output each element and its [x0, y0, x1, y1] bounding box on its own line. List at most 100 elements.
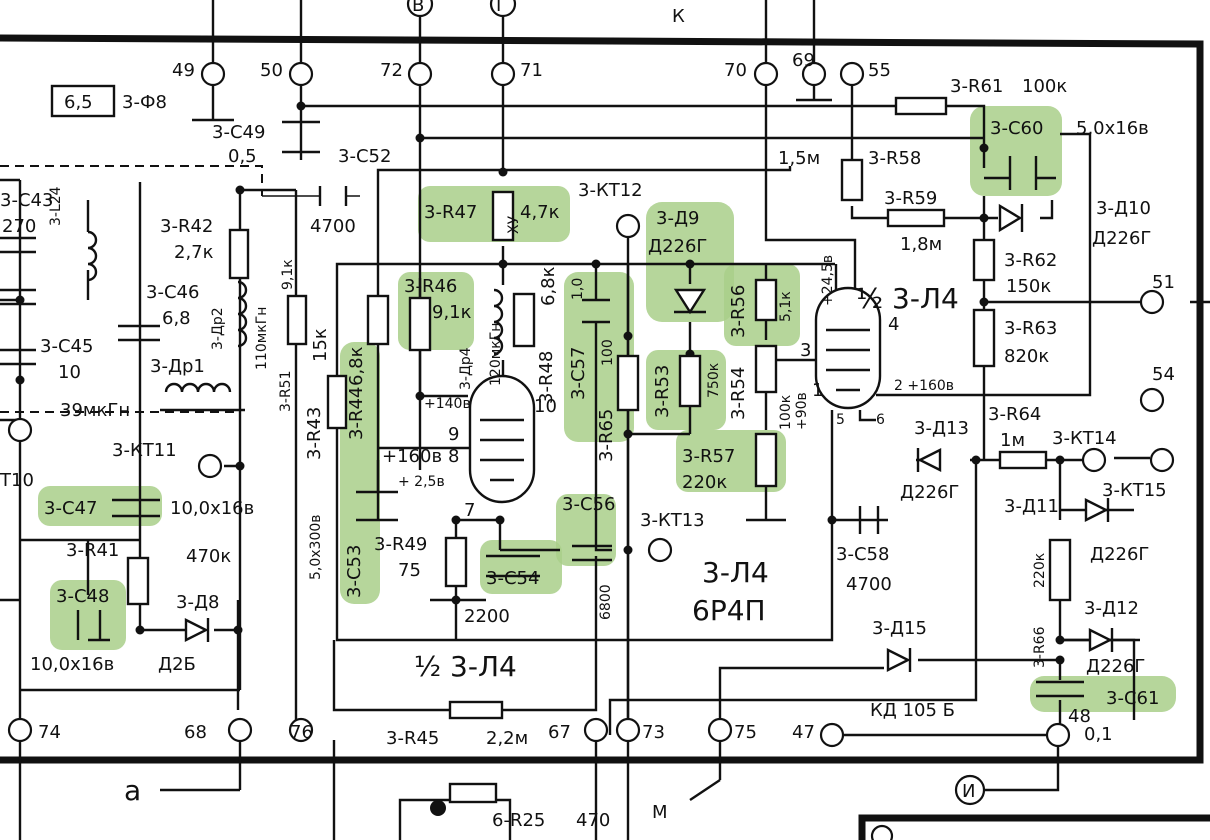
label-p3: 3 — [800, 340, 811, 361]
label-c52: 3-С52 — [338, 146, 391, 167]
label-p9: 9 — [448, 424, 459, 445]
label-r66: 3-R66 — [1032, 626, 1048, 668]
label-r56: 3-R56 — [728, 285, 749, 338]
label-p6: 6 — [876, 412, 885, 428]
label-l24: 3-L24 — [48, 186, 64, 226]
label-r65: 3-R65 — [596, 409, 617, 462]
label-v2200: 2200 — [464, 606, 510, 627]
label-r46v: 9,1к — [432, 302, 472, 323]
label-r62: 3-R62 — [1004, 250, 1057, 271]
label-t47: 47 — [792, 722, 815, 743]
label-c58: 3-С58 — [836, 544, 889, 565]
label-c45v: 10 — [58, 362, 81, 383]
label-c60v: 5,0х16в — [1076, 118, 1149, 139]
test-point-box — [50, 84, 116, 118]
label-r64: 3-R64 — [988, 404, 1041, 425]
label-d10: 3-Д10 — [1096, 198, 1151, 219]
label-d9: 3-Д9 — [656, 208, 699, 229]
label-r53: 3-R53 — [652, 365, 673, 418]
label-p5: 5 — [836, 412, 845, 428]
label-t48: 48 — [1068, 706, 1091, 727]
label-r51: 3-R51 — [278, 370, 294, 412]
label-r61: 3-R61 — [950, 76, 1003, 97]
label-dr2v: 110мкГн — [254, 307, 270, 370]
label-kt13: 3-КТ13 — [640, 510, 705, 531]
label-t68: 68 — [184, 722, 207, 743]
label-r44: 3-R44 — [346, 387, 367, 440]
label-tK: К — [672, 6, 685, 27]
label-t50: 50 — [260, 60, 283, 81]
label-dr4v: 120мкГн — [488, 323, 504, 386]
label-v160: +160в — [382, 446, 442, 467]
label-r63v: 820к — [1004, 346, 1049, 367]
label-r49v: 75 — [398, 560, 421, 581]
label-r46: 3-R46 — [404, 276, 457, 297]
label-c49v: 0,5 — [228, 146, 257, 167]
label-t72: 72 — [380, 60, 403, 81]
label-d9t: Д226Г — [648, 236, 707, 257]
label-t49: 49 — [172, 60, 195, 81]
label-r44v: 6,8к — [346, 346, 367, 386]
label-d8: 3-Д8 — [176, 592, 219, 613]
label-d8t: Д2Б — [158, 654, 196, 675]
adjacent-frame — [858, 814, 1210, 840]
label-c49: 3-С49 — [212, 122, 265, 143]
label-t73: 73 — [642, 722, 665, 743]
tube-sections — [468, 286, 882, 504]
label-l4: 3-Л4 — [702, 556, 769, 589]
label-c61: 3-С61 — [1106, 688, 1159, 709]
label-t74: 74 — [38, 722, 61, 743]
label-dr2: 3-Др2 — [210, 307, 226, 350]
label-tV: В — [412, 0, 424, 16]
label-c60: 3-С60 — [990, 118, 1043, 139]
label-r49: 3-R49 — [374, 534, 427, 555]
label-r45: 3-R45 — [386, 728, 439, 749]
label-r65v: 100 — [600, 339, 616, 366]
label-t55: 55 — [868, 60, 891, 81]
label-r48v: 6,8к — [538, 266, 559, 306]
label-r66v: 220к — [1032, 553, 1048, 588]
label-ta: а — [124, 774, 141, 807]
label-c47v: 10,0х16в — [170, 498, 254, 519]
label-v245: +24,5в — [820, 255, 836, 306]
label-c57: 3-С57 — [568, 347, 589, 400]
label-d12t: Д226Г — [1086, 656, 1145, 677]
label-c58v: 4700 — [846, 574, 892, 595]
label-d11t: Д226Г — [1090, 544, 1149, 565]
label-c43v: 270 — [2, 216, 36, 237]
label-p10: 10 — [534, 396, 557, 417]
inductors — [87, 230, 504, 393]
label-d13: 3-Д13 — [914, 418, 969, 439]
label-p2v: 2 +160в — [894, 378, 954, 394]
label-d10t: Д226Г — [1092, 228, 1151, 249]
label-p7: 7 — [464, 500, 475, 521]
label-r25: 6-R25 — [492, 810, 545, 831]
label-p4: 4 — [888, 314, 899, 335]
terminals — [7, 0, 1175, 840]
label-p1: 1 — [812, 380, 823, 401]
label-r59: 3-R59 — [884, 188, 937, 209]
label-r61v: 100к — [1022, 76, 1067, 97]
label-dr1: 3-Др1 — [150, 356, 205, 377]
label-r57: 3-R57 — [682, 446, 735, 467]
label-p8: 8 — [448, 446, 459, 467]
label-tM: М — [652, 802, 668, 823]
capacitors — [0, 120, 1084, 698]
label-r48: 3-R48 — [536, 351, 557, 404]
label-v6800: 6800 — [598, 584, 614, 620]
label-c61v: 0,1 — [1084, 724, 1113, 745]
resistors — [126, 96, 1072, 816]
label-r47: 3-R47 — [424, 202, 477, 223]
label-c43: 3-С43 — [0, 190, 53, 211]
diodes — [184, 203, 1114, 672]
label-kt11: 3-КТ11 — [112, 440, 177, 461]
label-t75: 75 — [734, 722, 757, 743]
label-r63: 3-R63 — [1004, 318, 1057, 339]
label-r56v: 5,1к — [778, 291, 794, 322]
label-c48v: 10,0х16в — [30, 654, 114, 675]
label-v140: +140в — [424, 396, 471, 412]
label-r58v: 1,5м — [778, 148, 820, 169]
label-r54v: 100к — [778, 395, 794, 430]
label-r43: 3-R43 — [304, 407, 325, 460]
